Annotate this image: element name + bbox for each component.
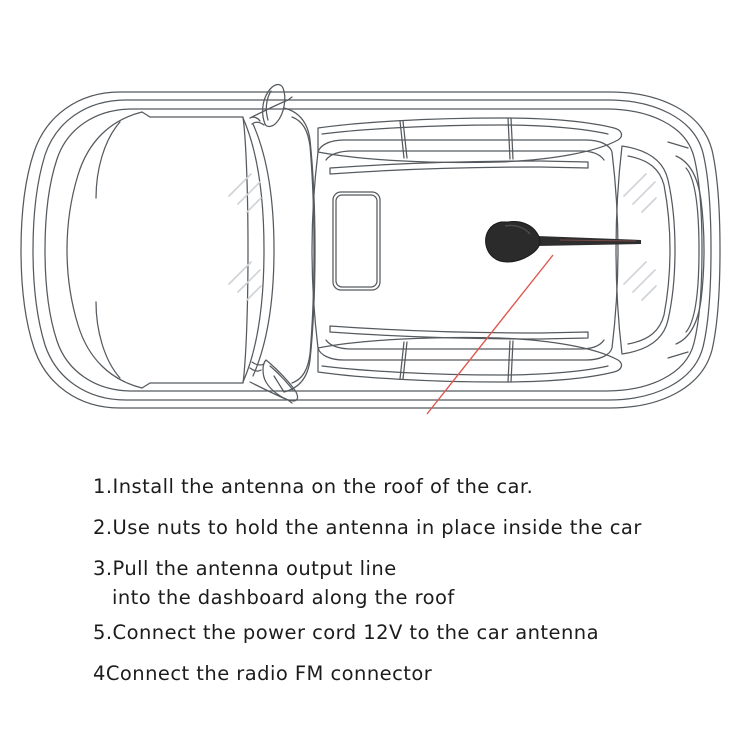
glass-reflection-windshield [228,173,262,301]
instruction-step-4: 4Connect the radio FM connector [93,662,433,685]
antenna-base [485,221,541,263]
instruction-step-3-continuation: into the dashboard along the roof [112,586,455,609]
instruction-step-5: 5.Connect the power cord 12V to the car … [93,621,599,644]
car-top-view-svg [20,83,721,415]
sunroof [332,191,381,291]
instruction-step-3: 3.Pull the antenna output line [93,557,397,580]
side-mirror-top [249,83,286,128]
car-diagram [20,83,721,415]
instruction-step-1: 1.Install the antenna on the roof of the… [93,475,534,498]
hood [66,111,249,389]
antenna-pointer-line [426,254,554,415]
glass-reflection-rear [623,173,657,301]
rear-window [615,145,676,355]
windshield [242,96,316,404]
side-mirror-bottom [249,359,299,402]
trunk-lid [667,141,705,359]
instruction-list: 1.Install the antenna on the roof of the… [0,455,750,695]
car-body-outline [20,91,721,409]
instruction-step-2: 2.Use nuts to hold the antenna in place … [93,516,642,539]
roof-panel [311,139,619,361]
antenna-rod [537,236,641,246]
